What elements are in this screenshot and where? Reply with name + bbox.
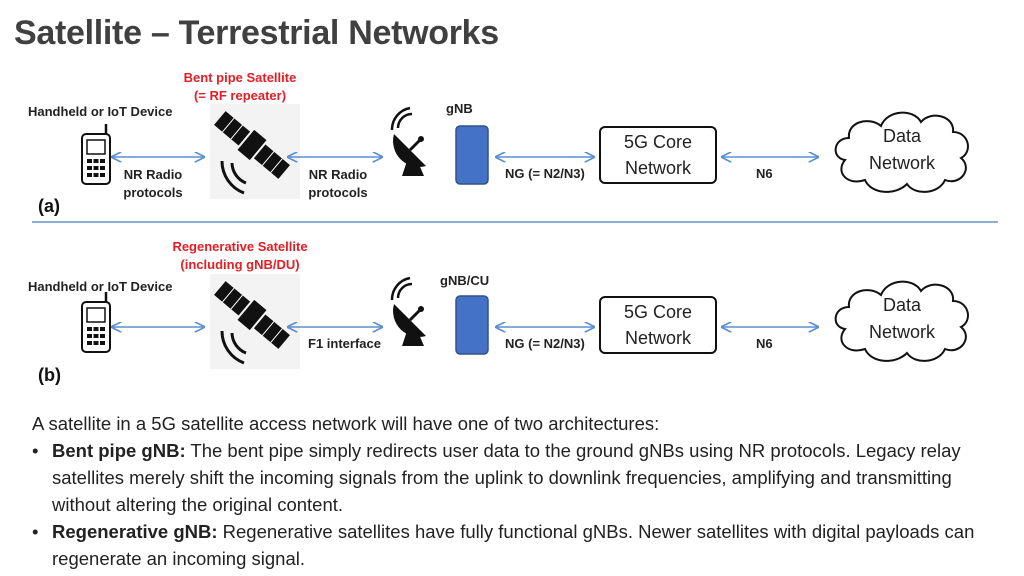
nr-radio-label-1-a: NR Radio protocols bbox=[118, 166, 188, 202]
nr-radio-label-2-a: NR Radio protocols bbox=[303, 166, 373, 202]
ng-label-a: NG (= N2/N3) bbox=[505, 166, 585, 181]
data-network-label-a: Data Network bbox=[852, 123, 952, 177]
ng-label-b: NG (= N2/N3) bbox=[505, 336, 585, 351]
intro-line: A satellite in a 5G satellite access net… bbox=[32, 413, 660, 434]
data-network-cloud-b bbox=[834, 280, 969, 362]
satellite-label-a: Bent pipe Satellite (= RF repeater) bbox=[166, 69, 314, 105]
data-network-b-line1: Data bbox=[882, 295, 922, 315]
gnb-block-a bbox=[455, 125, 489, 185]
nr-radio-label-1-a-line1: NR Radio bbox=[123, 167, 183, 182]
n6-label-b: N6 bbox=[756, 336, 773, 351]
bullet-dot-icon: • bbox=[32, 521, 39, 542]
gnb-block-b bbox=[455, 295, 489, 355]
core-network-b-line2: Network bbox=[624, 328, 691, 348]
data-network-a-line1: Data bbox=[882, 126, 922, 146]
data-network-a-line2: Network bbox=[868, 153, 935, 173]
satellite-label-a-line2: (= RF repeater) bbox=[193, 88, 287, 103]
dish-icon-a bbox=[390, 106, 428, 178]
data-network-cloud-a bbox=[834, 111, 969, 193]
core-network-a-line1: 5G Core bbox=[623, 132, 693, 152]
data-network-label-b: Data Network bbox=[852, 292, 952, 346]
diagram-tag-a: (a) bbox=[38, 196, 60, 216]
page-title: Satellite – Terrestrial Networks bbox=[14, 14, 499, 52]
bullet-regenerative: • Regenerative gNB: Regenerative satelli… bbox=[32, 518, 1002, 572]
bullet-text: Regenerative satellites have fully funct… bbox=[52, 521, 975, 569]
satellite-label-b-line2: (including gNB/DU) bbox=[180, 257, 300, 272]
satellite-label-b-line1: Regenerative Satellite bbox=[172, 239, 308, 254]
phone-icon-a bbox=[80, 122, 112, 186]
bullet-dot-icon: • bbox=[32, 440, 39, 461]
bullet-bent-pipe: • Bent pipe gNB: The bent pipe simply re… bbox=[32, 437, 1002, 518]
dish-icon-b bbox=[390, 276, 428, 348]
core-network-b-line1: 5G Core bbox=[623, 302, 693, 322]
core-network-box-a: 5G Core Network bbox=[599, 126, 717, 184]
bullet-term: Regenerative gNB: bbox=[52, 521, 218, 542]
nr-radio-label-1-a-line2: protocols bbox=[123, 185, 183, 200]
gnb-label-a: gNB bbox=[446, 101, 473, 116]
n6-label-a: N6 bbox=[756, 166, 773, 181]
f1-interface-label-b: F1 interface bbox=[308, 336, 381, 351]
phone-icon-b bbox=[80, 290, 112, 354]
nr-radio-label-2-a-line2: protocols bbox=[308, 185, 368, 200]
explanation-text: A satellite in a 5G satellite access net… bbox=[32, 410, 1002, 572]
diagram-tag-b: (b) bbox=[38, 365, 61, 385]
core-network-box-b: 5G Core Network bbox=[599, 296, 717, 354]
bullet-term: Bent pipe gNB: bbox=[52, 440, 186, 461]
device-label-b: Handheld or IoT Device bbox=[28, 279, 173, 294]
gnb-label-b: gNB/CU bbox=[440, 273, 490, 288]
bullet-text: The bent pipe simply redirects user data… bbox=[52, 440, 961, 515]
data-network-b-line2: Network bbox=[868, 322, 935, 342]
satellite-label-b: Regenerative Satellite (including gNB/DU… bbox=[156, 238, 324, 274]
nr-radio-label-2-a-line1: NR Radio bbox=[308, 167, 368, 182]
device-label-a: Handheld or IoT Device bbox=[28, 104, 173, 119]
satellite-label-a-line1: Bent pipe Satellite bbox=[183, 70, 297, 85]
core-network-a-line2: Network bbox=[624, 158, 691, 178]
